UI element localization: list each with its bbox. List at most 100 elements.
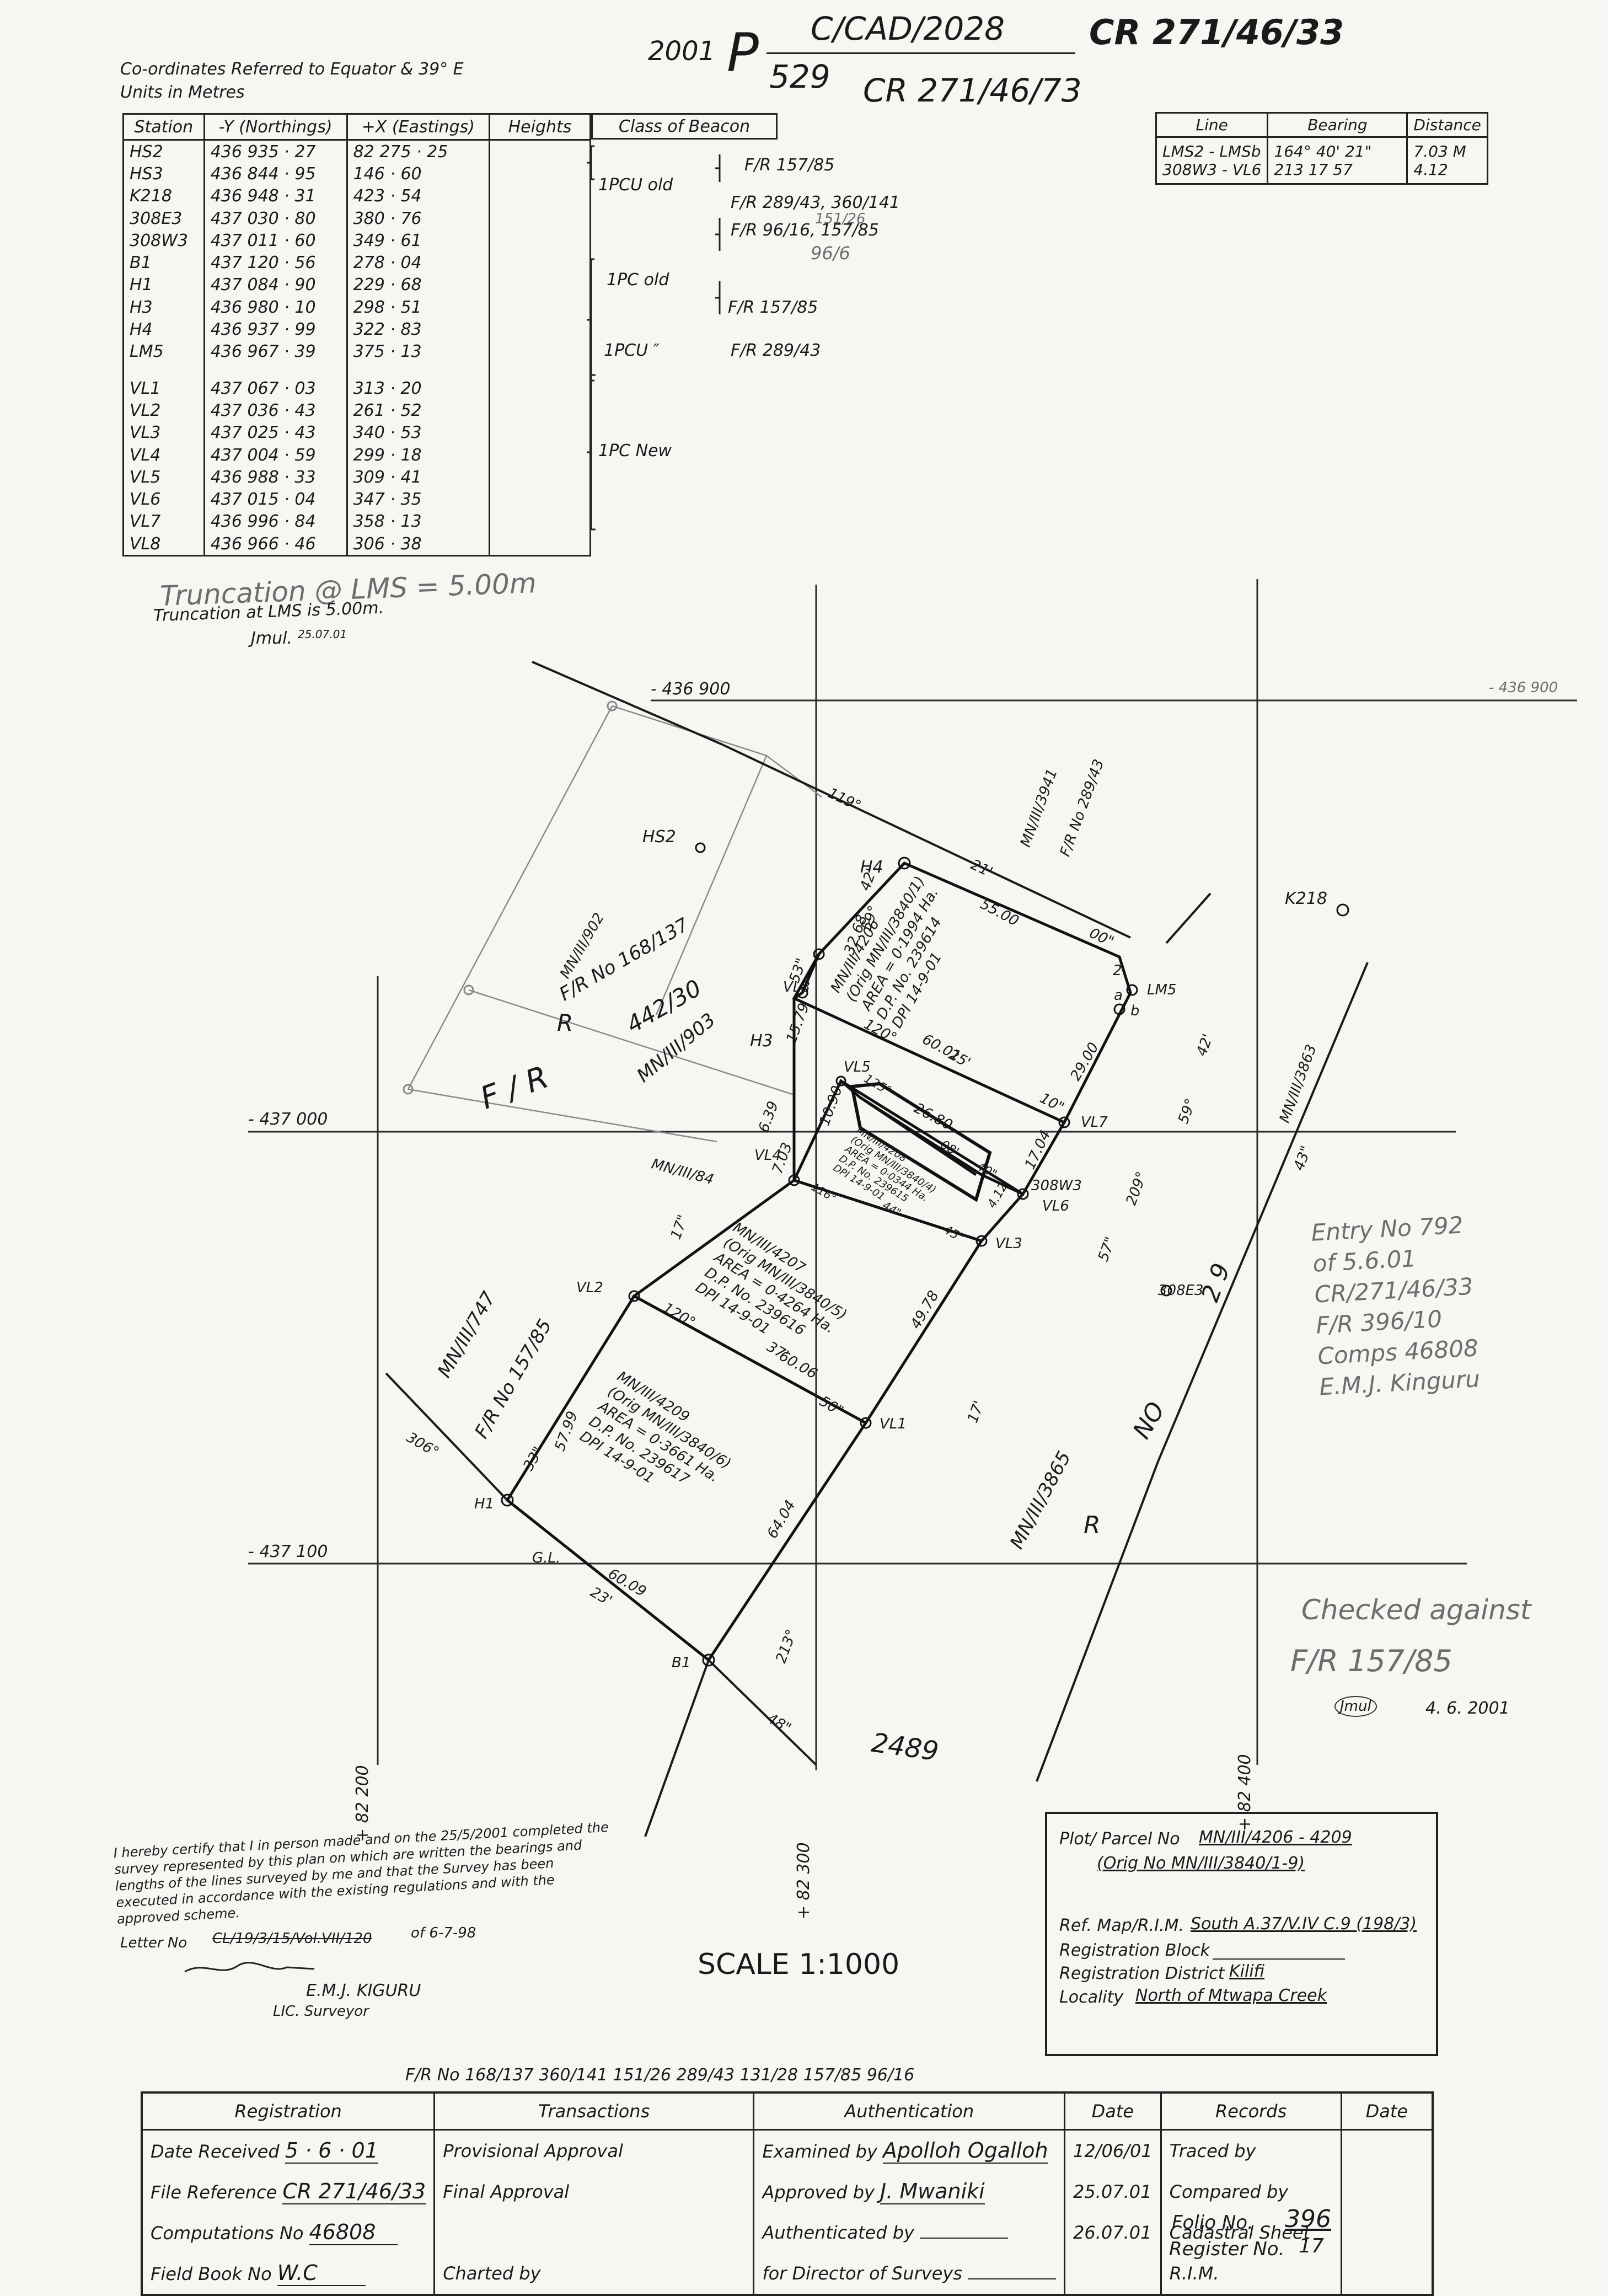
cell-station: LM5 (122, 340, 205, 363)
cell-northing: 437 036 · 43 (203, 399, 348, 422)
beacon-brace-new (587, 374, 596, 531)
cell-easting: 322 · 83 (346, 318, 491, 341)
table-cell: Charted by (433, 2253, 755, 2295)
bearing-value: 164° 40' 21"213 17 57 (1267, 136, 1408, 185)
grid-label-n437100: - 437 100 (248, 1542, 328, 1561)
reg-label: Date Received (151, 2141, 280, 2162)
beacon-note-2-ref: F/R 289/43, 360/141 (731, 193, 900, 212)
cell-height (489, 140, 591, 163)
station-label-a: a (1114, 987, 1123, 1004)
col-station: Station (122, 113, 205, 141)
ref-line-1: C/CAD/2028 (811, 10, 1005, 47)
orig-value: (Orig No MN/III/3840/1-9) (1097, 1854, 1305, 1873)
grid-label-e82200: + 82 200 (353, 1765, 372, 1842)
table-cell: Cadastral Sheet (1160, 2212, 1342, 2253)
auth-value: Apolloh Ogalloh (882, 2138, 1048, 2164)
table-cell: 12/06/01 (1063, 2129, 1162, 2171)
col-records: Records (1160, 2092, 1342, 2131)
reg-value: CR 271/46/33 (282, 2179, 426, 2204)
pencil-note-2: 96/6 (811, 243, 850, 264)
records-label: Cadastral Sheet (1169, 2222, 1311, 2243)
cell-height (489, 466, 591, 489)
ref-divider (767, 52, 1075, 54)
adjoining-parcels (407, 705, 822, 1143)
table-cell (1340, 2171, 1434, 2212)
auth-label: Examined by (762, 2141, 877, 2162)
table-cell: 26.07.01 (1063, 2212, 1162, 2253)
angle-gl: G.L. (532, 1550, 561, 1566)
records-label: R.I.M. (1169, 2263, 1219, 2284)
cell-height (489, 488, 591, 511)
date-value: 25.07.01 (1073, 2181, 1152, 2202)
cell-height (489, 207, 591, 230)
cell-station: VL6 (122, 488, 205, 511)
table-cell: Provisional Approval (433, 2129, 755, 2171)
table-cell (1340, 2253, 1434, 2295)
cell-easting: 423 · 54 (346, 185, 491, 207)
cell-easting: 347 · 35 (346, 488, 491, 511)
cell-height (489, 318, 591, 341)
col-distance: Distance (1406, 112, 1488, 138)
cell-northing: 436 988 · 33 (203, 466, 348, 489)
cell-height (489, 443, 591, 467)
cell-height (489, 229, 591, 252)
station-label-h3: H3 (750, 1031, 773, 1051)
table-cell (1340, 2129, 1434, 2171)
cell-height (489, 421, 591, 444)
cr-ref-main: CR 271/46/73 (863, 72, 1082, 109)
station-label-vl6: VL6 (1042, 1198, 1069, 1214)
station-label-vl4: VL4 (754, 1147, 781, 1164)
table-cell (1340, 2212, 1434, 2253)
table-cell: 25.07.01 (1063, 2171, 1162, 2212)
registration-table: Registration Transactions Authentication… (141, 2091, 1434, 2296)
beacon-note-1-class: 1PCU old (598, 175, 673, 195)
cell-easting: 380 · 76 (346, 207, 491, 230)
cell-easting: 261 · 52 (346, 399, 491, 422)
locality-label: Locality (1059, 1988, 1124, 2007)
coordinate-table: Station -Y (Northings) +X (Eastings) Hei… (122, 113, 591, 557)
plot-value: MN/III/4206 - 4209 (1199, 1828, 1352, 1847)
cell-easting: 299 · 18 (346, 443, 491, 467)
cell-height (489, 533, 591, 556)
cell-northing: 436 967 · 39 (203, 340, 348, 363)
cell-station: VL3 (122, 421, 205, 444)
cell-northing: 436 937 · 99 (203, 318, 348, 341)
col-transactions: Transactions (433, 2092, 755, 2131)
auth-value: J. Mwaniki (880, 2179, 985, 2204)
station-label-h1: H1 (474, 1496, 495, 1512)
cell-easting: 313 · 20 (346, 377, 491, 400)
folio-top: 529 (769, 58, 830, 95)
cr-ref-top: CR 271/46/33 (1089, 12, 1344, 52)
letter-value: CL/19/3/15/Vol.VII/120 (212, 1930, 372, 1947)
beacon-class-header: Class of Beacon (591, 113, 778, 140)
reg-label: Field Book No (151, 2263, 272, 2284)
cell-easting: 349 · 61 (346, 229, 491, 252)
cell-station: H3 (122, 296, 205, 319)
date-value: 12/06/01 (1073, 2140, 1153, 2161)
cell-station: VL2 (122, 399, 205, 422)
checked-note-line-2: F/R 157/85 (1290, 1644, 1452, 1678)
folio-label: Folio No. (1172, 2212, 1253, 2234)
cell-easting: 82 275 · 25 (346, 140, 491, 163)
cell-station: H4 (122, 318, 205, 341)
year-note: 2001 (648, 36, 716, 67)
station-label-308w3: 308W3 (1031, 1178, 1082, 1194)
cell-northing: 436 980 · 10 (203, 296, 348, 319)
station-label-k218: K218 (1285, 889, 1327, 908)
reg-value: 46808 (309, 2220, 398, 2245)
station-label-vl5: VL5 (844, 1059, 871, 1075)
auth-value (967, 2278, 1056, 2279)
